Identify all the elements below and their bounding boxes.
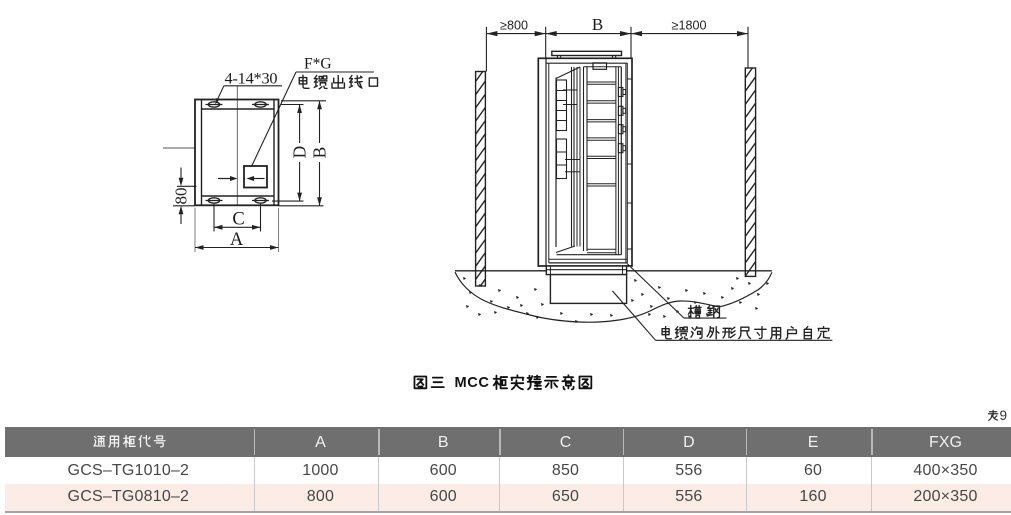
svg-text:F*G: F*G bbox=[304, 55, 332, 72]
svg-text:MCC: MCC bbox=[455, 375, 490, 391]
svg-text:C: C bbox=[232, 210, 244, 230]
svg-text:≥800: ≥800 bbox=[500, 19, 528, 33]
svg-text:4-14*30: 4-14*30 bbox=[225, 69, 278, 88]
svg-text:D: D bbox=[290, 146, 310, 159]
svg-text:B: B bbox=[592, 15, 603, 34]
svg-text:≥1800: ≥1800 bbox=[672, 19, 707, 33]
svg-text:B: B bbox=[310, 147, 330, 159]
svg-text:80: 80 bbox=[172, 188, 191, 205]
svg-text:A: A bbox=[230, 230, 244, 250]
svg-text:9: 9 bbox=[1000, 408, 1008, 423]
